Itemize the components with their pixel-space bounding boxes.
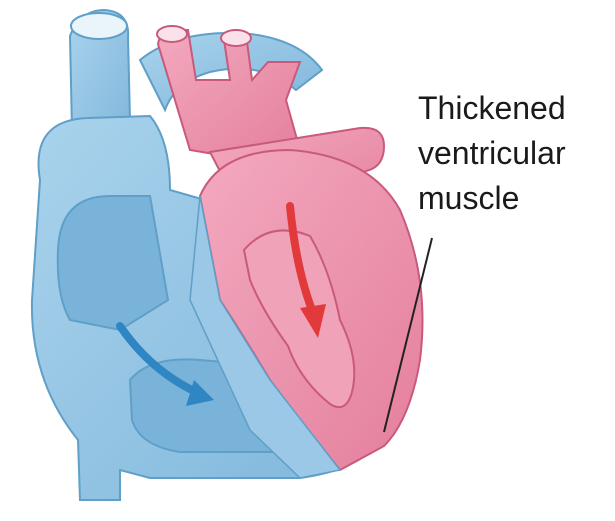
annotation-line-3: muscle (418, 176, 615, 221)
aorta-branch-opening-2 (221, 30, 251, 46)
annotation-line-1: Thickened (418, 86, 615, 131)
vena-cava-opening (71, 13, 127, 39)
aorta-branch-opening-1 (157, 26, 187, 42)
annotation-line-2: ventricular (418, 131, 615, 176)
annotation-label: Thickened ventricular muscle (418, 86, 615, 221)
right-atrium-chamber (58, 196, 168, 330)
